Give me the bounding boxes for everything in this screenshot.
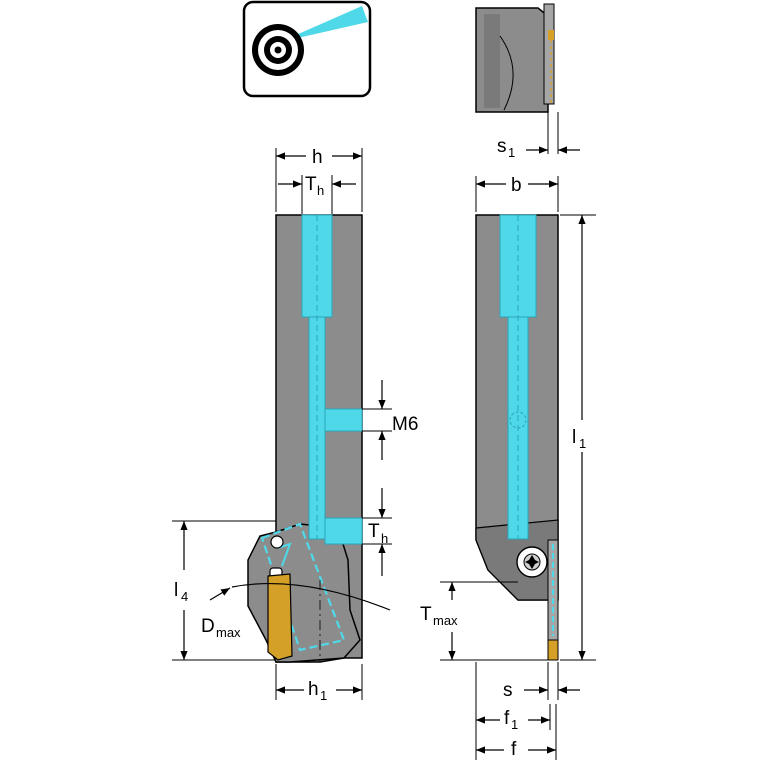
dmax-sub-label: max (216, 625, 241, 640)
m6-label: M6 (392, 414, 418, 435)
side-view (231, 214, 391, 663)
f1-sub-label: 1 (511, 717, 518, 732)
f-dimension: f (476, 704, 557, 760)
l1-dimension: l 1 (560, 214, 596, 661)
l1-sub-label: 1 (579, 436, 586, 451)
f1-label: f (504, 708, 510, 729)
th-mid-label: T (368, 521, 380, 542)
l1-label: l (572, 427, 576, 448)
l4-dimension: l 4 (172, 520, 276, 661)
m6-dimension: M6 (362, 380, 418, 460)
h1-sub-label: 1 (320, 688, 327, 703)
b-label: b (511, 175, 522, 196)
s-dimension: s (503, 662, 580, 701)
end-view (475, 3, 555, 113)
l4-sub-label: 4 (181, 589, 188, 604)
s1-sub-label: 1 (508, 145, 515, 160)
f-label: f (511, 739, 517, 760)
s-label: s (503, 680, 513, 701)
tmax-dimension: T max (420, 581, 548, 661)
h1-label: h (308, 679, 319, 700)
coolant-target-icon (242, 0, 372, 98)
tmax-label: T (420, 604, 432, 625)
dmax-dimension: D max (201, 587, 241, 640)
th-top-dimension: T h (278, 174, 356, 214)
s1-label: s (497, 136, 507, 157)
front-view (475, 214, 559, 661)
th-mid-sub-label: h (381, 531, 388, 546)
th-mid-dimension: T h (362, 488, 392, 576)
b-dimension: b (475, 175, 559, 212)
h-dimension: h (275, 147, 363, 212)
dmax-label: D (201, 616, 215, 637)
tmax-sub-label: max (433, 613, 458, 628)
s1-dimension: s 1 (497, 112, 580, 160)
f1-dimension: f 1 (475, 662, 551, 760)
h-label: h (312, 147, 323, 168)
th-top-sub-label: h (317, 183, 324, 198)
l4-label: l (174, 580, 178, 601)
th-top-label: T (305, 174, 317, 195)
h1-dimension: h 1 (275, 664, 363, 703)
